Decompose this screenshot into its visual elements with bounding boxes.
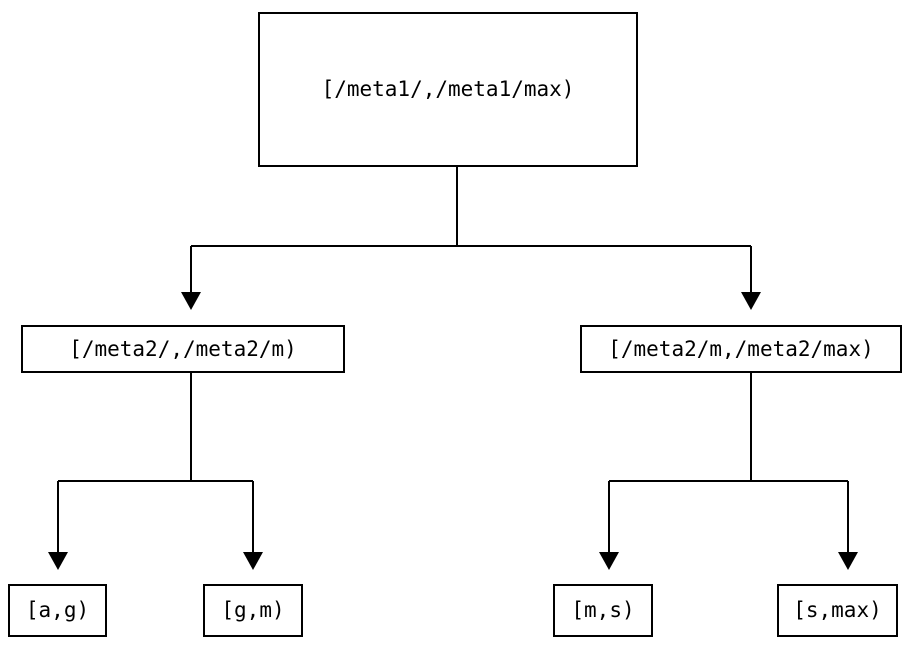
arrowhead-mid-left [181,292,201,310]
node-mid-right-label: [/meta2/m,/meta2/max) [608,336,874,361]
node-leaf-s-max[interactable]: [s,max) [777,584,898,637]
arrowhead-mid-right [741,292,761,310]
arrowhead-leaf-3 [599,552,619,570]
node-leaf-a-g-label: [a,g) [25,598,90,622]
node-root[interactable]: [/meta1/,/meta1/max) [258,12,638,167]
arrowhead-leaf-1 [48,552,68,570]
arrowhead-leaf-4 [838,552,858,570]
node-root-label: [/meta1/,/meta1/max) [321,77,575,101]
node-leaf-g-m-label: [g,m) [221,598,285,622]
node-leaf-g-m[interactable]: [g,m) [203,584,303,637]
node-leaf-a-g[interactable]: [a,g) [8,584,107,637]
node-leaf-s-max-label: [s,max) [793,598,882,622]
node-leaf-m-s[interactable]: [m,s) [553,584,653,637]
node-mid-left-label: [/meta2/,/meta2/m) [69,336,297,361]
node-mid-left[interactable]: [/meta2/,/meta2/m) [21,325,345,373]
arrowhead-leaf-2 [243,552,263,570]
node-mid-right[interactable]: [/meta2/m,/meta2/max) [580,325,902,373]
node-leaf-m-s-label: [m,s) [571,598,635,622]
